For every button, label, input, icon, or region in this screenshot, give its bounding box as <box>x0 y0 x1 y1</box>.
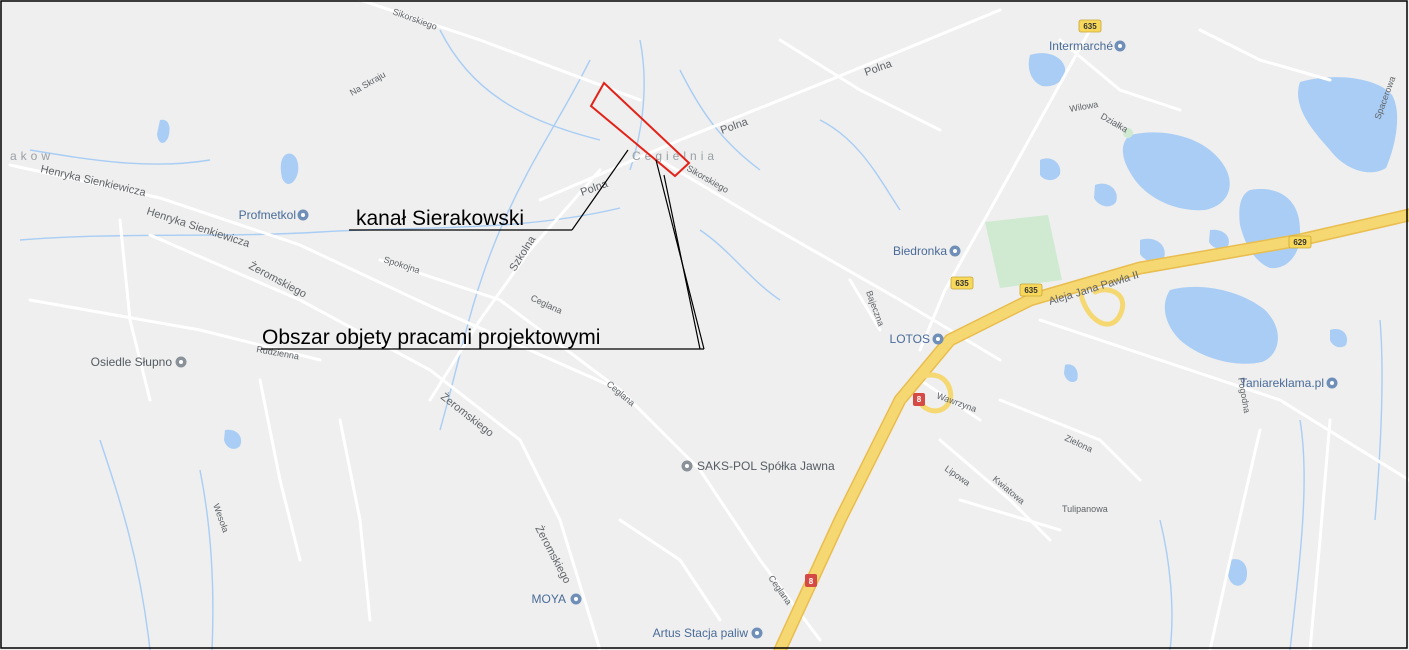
svg-text:Taniareklama.pl: Taniareklama.pl <box>1240 376 1324 390</box>
annotation-kanal-leader <box>571 149 629 231</box>
area-label-akow: akow <box>10 149 54 163</box>
svg-text:Biedronka: Biedronka <box>893 244 947 258</box>
road-label-tulipanowa: Tulipanowa <box>1062 504 1108 514</box>
road-sikorskiego <box>358 0 642 102</box>
road-ne-4 <box>1198 28 1332 82</box>
pond-west-3 <box>224 429 242 449</box>
poi-moya[interactable]: MOYA <box>532 592 582 606</box>
project-area-outline <box>589 81 691 178</box>
poi-intermarche[interactable]: Intermarché <box>1049 39 1126 53</box>
svg-text:Osiedle Słupno: Osiedle Słupno <box>91 355 173 369</box>
pond-4 <box>1209 229 1229 249</box>
poi-artus[interactable]: Artus Stacja paliw <box>653 626 763 640</box>
pond-5 <box>1064 364 1078 383</box>
highways <box>773 208 1409 650</box>
lake-east-large <box>1122 132 1230 211</box>
area-label-cegielnia: Cegielnia <box>632 149 718 163</box>
road-east <box>1038 318 1409 482</box>
road-polna <box>538 8 1002 202</box>
pond-2 <box>1094 183 1117 207</box>
road-east-2 <box>1208 428 1262 650</box>
shield-635-mid-1: 635 <box>950 276 974 290</box>
poi-osiedle-slupno[interactable]: Osiedle Słupno <box>91 355 187 369</box>
road-south-1 <box>618 518 722 622</box>
poi-sakspol[interactable]: SAKS-POL Spółka Jawna <box>681 459 835 473</box>
poi-lotos[interactable]: LOTOS <box>890 332 944 346</box>
parks <box>985 128 1133 288</box>
svg-text:LOTOS: LOTOS <box>890 332 930 346</box>
poi-profmetkol[interactable]: Profmetkol <box>239 208 309 222</box>
road-grid-3 <box>958 498 1062 532</box>
water-bodies <box>157 53 1398 586</box>
road-south-2 <box>338 418 372 622</box>
park-small <box>1123 128 1133 138</box>
svg-text:MOYA: MOYA <box>532 592 566 606</box>
annotation-kanal-text: kanał Sierakowski <box>356 207 524 230</box>
road-sikorskiego-south <box>658 158 1002 362</box>
road-west-1 <box>118 218 152 402</box>
svg-text:Artus Stacja paliw: Artus Stacja paliw <box>653 626 749 640</box>
shield-8-top: 8 <box>913 393 925 406</box>
road-sienkiewicza <box>8 163 622 392</box>
annotation-obszar: Obszar objety pracami projektowymi <box>261 159 705 350</box>
poi-biedronka[interactable]: Biedronka <box>893 244 961 258</box>
svg-text:629: 629 <box>1293 238 1307 247</box>
svg-text:8: 8 <box>917 395 922 404</box>
pond-south-east <box>1228 559 1248 586</box>
road-south-3 <box>258 378 302 562</box>
svg-text:Profmetkol: Profmetkol <box>239 208 296 222</box>
road-dk635 <box>918 28 1092 352</box>
pond-3 <box>1140 238 1165 263</box>
road-ne-5 <box>778 38 942 132</box>
svg-text:SAKS-POL Spółka Jawna: SAKS-POL Spółka Jawna <box>697 459 835 473</box>
pond-6 <box>1330 329 1348 348</box>
road-grid-2 <box>998 398 1142 482</box>
cemetery-park <box>985 215 1062 288</box>
svg-text:8: 8 <box>809 577 814 586</box>
shield-635-mid-2: 635 <box>1019 283 1043 297</box>
svg-text:635: 635 <box>1083 22 1097 31</box>
road-grid-1 <box>938 438 1052 542</box>
road-west-2 <box>28 298 322 362</box>
road-spokojna <box>378 258 502 302</box>
road-east-3 <box>1308 418 1332 650</box>
lake-top-right <box>1298 77 1398 173</box>
svg-text:635: 635 <box>955 279 969 288</box>
pond-west-1 <box>280 153 299 184</box>
road-ceglana <box>498 298 822 642</box>
road-zeromskiego <box>148 233 602 650</box>
road-northeast <box>1058 38 1182 112</box>
pond-1 <box>1040 158 1061 181</box>
road-szkolna <box>428 168 602 402</box>
shield-8-bottom: 8 <box>805 574 817 587</box>
shield-635-top: 635 <box>1078 19 1102 33</box>
poi-taniareklama[interactable]: Taniareklama.pl <box>1240 376 1338 390</box>
svg-text:Intermarché: Intermarché <box>1049 39 1113 53</box>
road-label-wilowa: Wilowa <box>1069 99 1099 114</box>
lake-southeast <box>1164 286 1278 364</box>
annotation-obszar-text: Obszar objety pracami projektowymi <box>262 326 600 349</box>
lake-intermarche <box>1028 53 1066 87</box>
annotation-obszar-leader-2 <box>663 174 701 350</box>
svg-text:635: 635 <box>1024 286 1038 295</box>
annotation-kanal: kanał Sierakowski <box>349 149 629 231</box>
shield-629: 629 <box>1288 235 1312 249</box>
minor-roads <box>8 0 1409 650</box>
road-bajeczna <box>848 278 882 332</box>
pond-west-2 <box>157 119 170 143</box>
